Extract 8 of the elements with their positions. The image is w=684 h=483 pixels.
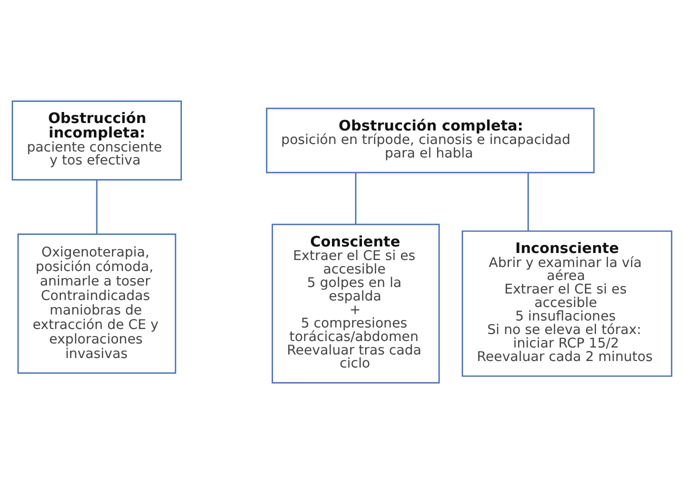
node-box: Consciente Extraer el CE si es accesible 5 golpes en la espalda + 5 compresiones torácicas/abdomen Reevaluar tras cada ciclo	[272, 223, 440, 384]
node-box: Inconsciente Abrir y examinar la vía aérea Extraer el CE si es accesible 5 insuflaciones Si no se eleva el tórax: iniciar RCP 15/2 Reevaluar cada 2 minutos	[462, 230, 672, 376]
connector	[355, 172, 356, 224]
node-box: Oxigenoterapia, posición cómoda, animarle a toser Contraindicadas maniobras de extracción de CE y exploraciones invasivas	[17, 233, 176, 374]
node-box: Obstrucción completa: posición en trípode, cianosis e incapacidad para el habla	[266, 107, 595, 173]
connector	[96, 180, 98, 234]
connector	[528, 172, 529, 230]
node-box: Obstrucción incompleta: paciente consciente y tos efectiva	[12, 100, 182, 180]
